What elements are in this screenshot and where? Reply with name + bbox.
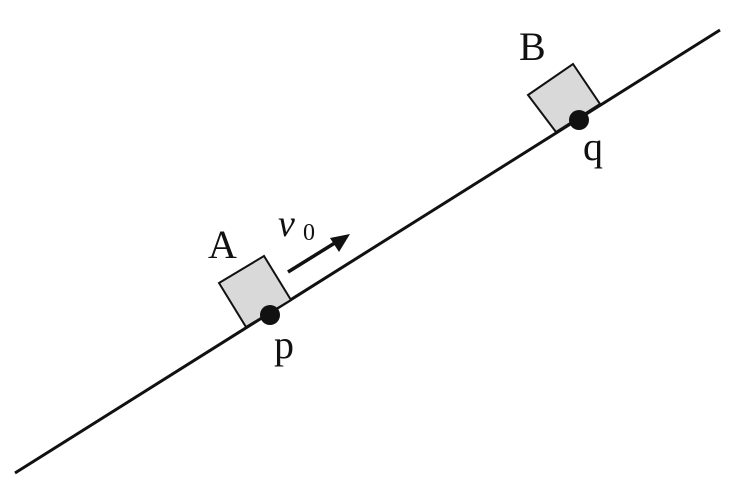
block-b <box>526 62 602 134</box>
velocity-subscript: 0 <box>303 220 315 246</box>
point-p-dot <box>260 305 280 325</box>
block-a-label: A <box>208 222 237 267</box>
velocity-arrow <box>287 234 350 274</box>
incline-line <box>14 28 721 475</box>
velocity-label: v <box>278 203 295 245</box>
block-b-label: B <box>519 24 546 69</box>
point-p-label: p <box>274 322 294 367</box>
point-q-label: q <box>583 124 603 169</box>
point-q-dot <box>569 110 589 130</box>
